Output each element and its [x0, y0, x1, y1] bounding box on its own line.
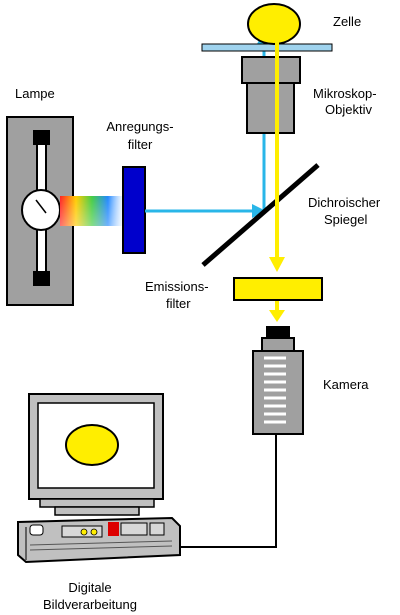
excitation-filter-label-line2: filter: [127, 137, 153, 152]
image-processing-label-line2: Bildverarbeitung: [43, 597, 137, 612]
excitation-filter-label-line1: Anregungs-: [106, 119, 174, 134]
objective-label-line1: Mikroskop-: [313, 86, 377, 101]
emission-filter-label-line2: filter: [166, 296, 191, 311]
emission-filter-label-line1: Emissions-: [145, 279, 209, 294]
camera-cable: [180, 434, 277, 548]
computer-monitor: [28, 393, 164, 516]
camera: [252, 326, 304, 435]
spectrum-beam: [60, 196, 124, 226]
computer-case: [17, 516, 181, 564]
dichroic-mirror-label-line2: Spiegel: [324, 212, 368, 227]
image-processing-label-line1: Digitale: [68, 580, 112, 595]
dichroic-mirror-label-line1: Dichroischer: [308, 195, 381, 210]
objective-label-line2: Objektiv: [325, 102, 372, 117]
microscope-objective: [241, 56, 301, 134]
excitation-filter: [122, 166, 146, 254]
lamp-label: Lampe: [15, 86, 55, 101]
cell-specimen: [247, 3, 301, 45]
emission-filter: [233, 277, 323, 301]
cell-label: Zelle: [333, 14, 362, 29]
emission-beam: [269, 40, 285, 322]
camera-label: Kamera: [323, 377, 369, 392]
glass-slide: [201, 43, 333, 52]
dichroic-mirror: [201, 163, 320, 267]
